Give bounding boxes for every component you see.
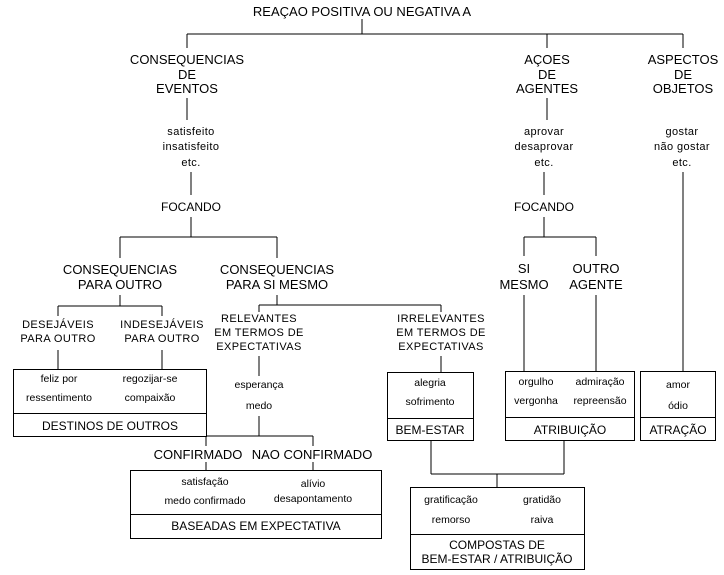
destinos-left-1: feliz por: [40, 373, 78, 385]
atracao-item-2: ódio: [668, 400, 688, 412]
atracao-label: ATRAÇÃO: [649, 423, 707, 437]
atracao-box: [640, 371, 716, 441]
objetos-title-2: DE: [673, 67, 693, 82]
agentes-title-1: AÇOES: [524, 52, 570, 67]
relevantes-reaction-2: medo: [245, 400, 273, 412]
bem-estar-box: [387, 372, 474, 441]
objetos-title-1: ASPECTOS: [647, 52, 719, 67]
relevantes-label-2: EM TERMOS DE: [214, 327, 304, 339]
bem-estar-item-2: sofrimento: [405, 396, 455, 408]
desejaveis-label-2: PARA OUTRO: [20, 333, 96, 345]
compostas-left-2: remorso: [431, 514, 471, 526]
expect-right-2: desapontamento: [273, 493, 353, 505]
destinos-right-1: regozijar-se: [122, 373, 178, 385]
outro-agente-label-2: AGENTE: [569, 277, 623, 292]
irrelevantes-label-2: EM TERMOS DE: [396, 327, 486, 339]
eventos-reaction-2: insatisfeito: [162, 141, 220, 153]
expect-left-1: satisfação: [181, 476, 229, 488]
agentes-focus-label: FOCANDO: [514, 200, 574, 214]
confirmado-label: CONFIRMADO: [153, 447, 243, 462]
baseadas-em-expectativa-box: [130, 470, 382, 539]
si-mesmo-label-1: SI: [517, 261, 531, 276]
atracao-item-1: amor: [666, 379, 690, 391]
expect-right-1: alívio: [300, 478, 326, 490]
outro-agente-label-1: OUTRO: [572, 261, 620, 276]
indesejaveis-label-1: INDESEJÁVEIS: [120, 319, 204, 331]
destinos-de-outros-label: DESTINOS DE OUTROS: [41, 419, 179, 433]
objetos-reaction-2: não gostar: [654, 141, 710, 153]
compostas-right-1: gratidão: [523, 494, 561, 506]
objetos-reaction-3: etc.: [672, 157, 692, 169]
destinos-de-outros-box: [13, 369, 207, 437]
root-title: REAÇAO POSITIVA OU NEGATIVA A: [252, 4, 472, 19]
outro-title-2: PARA OUTRO: [77, 277, 163, 292]
nao-confirmado-label: NAO CONFIRMADO: [251, 447, 373, 462]
atribuicao-right-1: admiração: [575, 376, 625, 388]
agentes-reaction-2: desaprovar: [514, 141, 574, 153]
destinos-left-2: ressentimento: [26, 392, 92, 404]
outro-title-1: CONSEQUENCIAS: [62, 262, 178, 277]
atribuicao-left-2: vergonha: [514, 395, 558, 407]
agentes-title-3: AGENTES: [515, 81, 579, 96]
expect-left-2: medo confirmado: [164, 495, 246, 507]
compostas-box: [410, 487, 585, 570]
indesejaveis-label-2: PARA OUTRO: [124, 333, 200, 345]
mesmo-title-1: CONSEQUENCIAS: [219, 262, 335, 277]
eventos-focus-label: FOCANDO: [161, 200, 221, 214]
eventos-reaction-1: satisfeito: [167, 126, 215, 138]
atribuicao-box: [505, 371, 635, 441]
atribuicao-left-1: orgulho: [518, 376, 554, 388]
mesmo-title-2: PARA SI MESMO: [225, 277, 329, 292]
eventos-title-2: DE: [177, 67, 197, 82]
bem-estar-item-1: alegria: [414, 377, 446, 389]
eventos-title-1: CONSEQUENCIAS: [129, 52, 245, 67]
compostas-right-2: raiva: [530, 514, 554, 526]
objetos-reaction-1: gostar: [665, 126, 699, 138]
eventos-reaction-3: etc.: [181, 157, 201, 169]
compostas-label-1: COMPOSTAS DE: [449, 538, 545, 552]
bem-estar-label: BEM-ESTAR: [395, 423, 465, 437]
compostas-left-1: gratificação: [424, 494, 478, 506]
eventos-title-3: EVENTOS: [156, 81, 218, 96]
compostas-label-2: BEM-ESTAR / ATRIBUIÇÃO: [421, 552, 573, 566]
si-mesmo-label-2: MESMO: [499, 277, 549, 292]
relevantes-reaction-1: esperança: [234, 379, 284, 391]
agentes-reaction-3: etc.: [534, 157, 554, 169]
agentes-reaction-1: aprovar: [523, 126, 565, 138]
desejaveis-label-1: DESEJÁVEIS: [22, 319, 94, 331]
agentes-title-2: DE: [537, 67, 557, 82]
irrelevantes-label-1: IRRELEVANTES: [397, 313, 485, 325]
atribuicao-right-2: repreensão: [573, 395, 627, 407]
relevantes-label-3: EXPECTATIVAS: [216, 341, 302, 353]
atribuicao-label: ATRIBUIÇÃO: [533, 423, 607, 437]
irrelevantes-label-3: EXPECTATIVAS: [398, 341, 484, 353]
baseadas-em-expectativa-label: BASEADAS EM EXPECTATIVA: [171, 519, 341, 533]
objetos-title-3: OBJETOS: [652, 81, 714, 96]
relevantes-label-1: RELEVANTES: [221, 313, 297, 325]
destinos-right-2: compaixão: [124, 392, 176, 404]
